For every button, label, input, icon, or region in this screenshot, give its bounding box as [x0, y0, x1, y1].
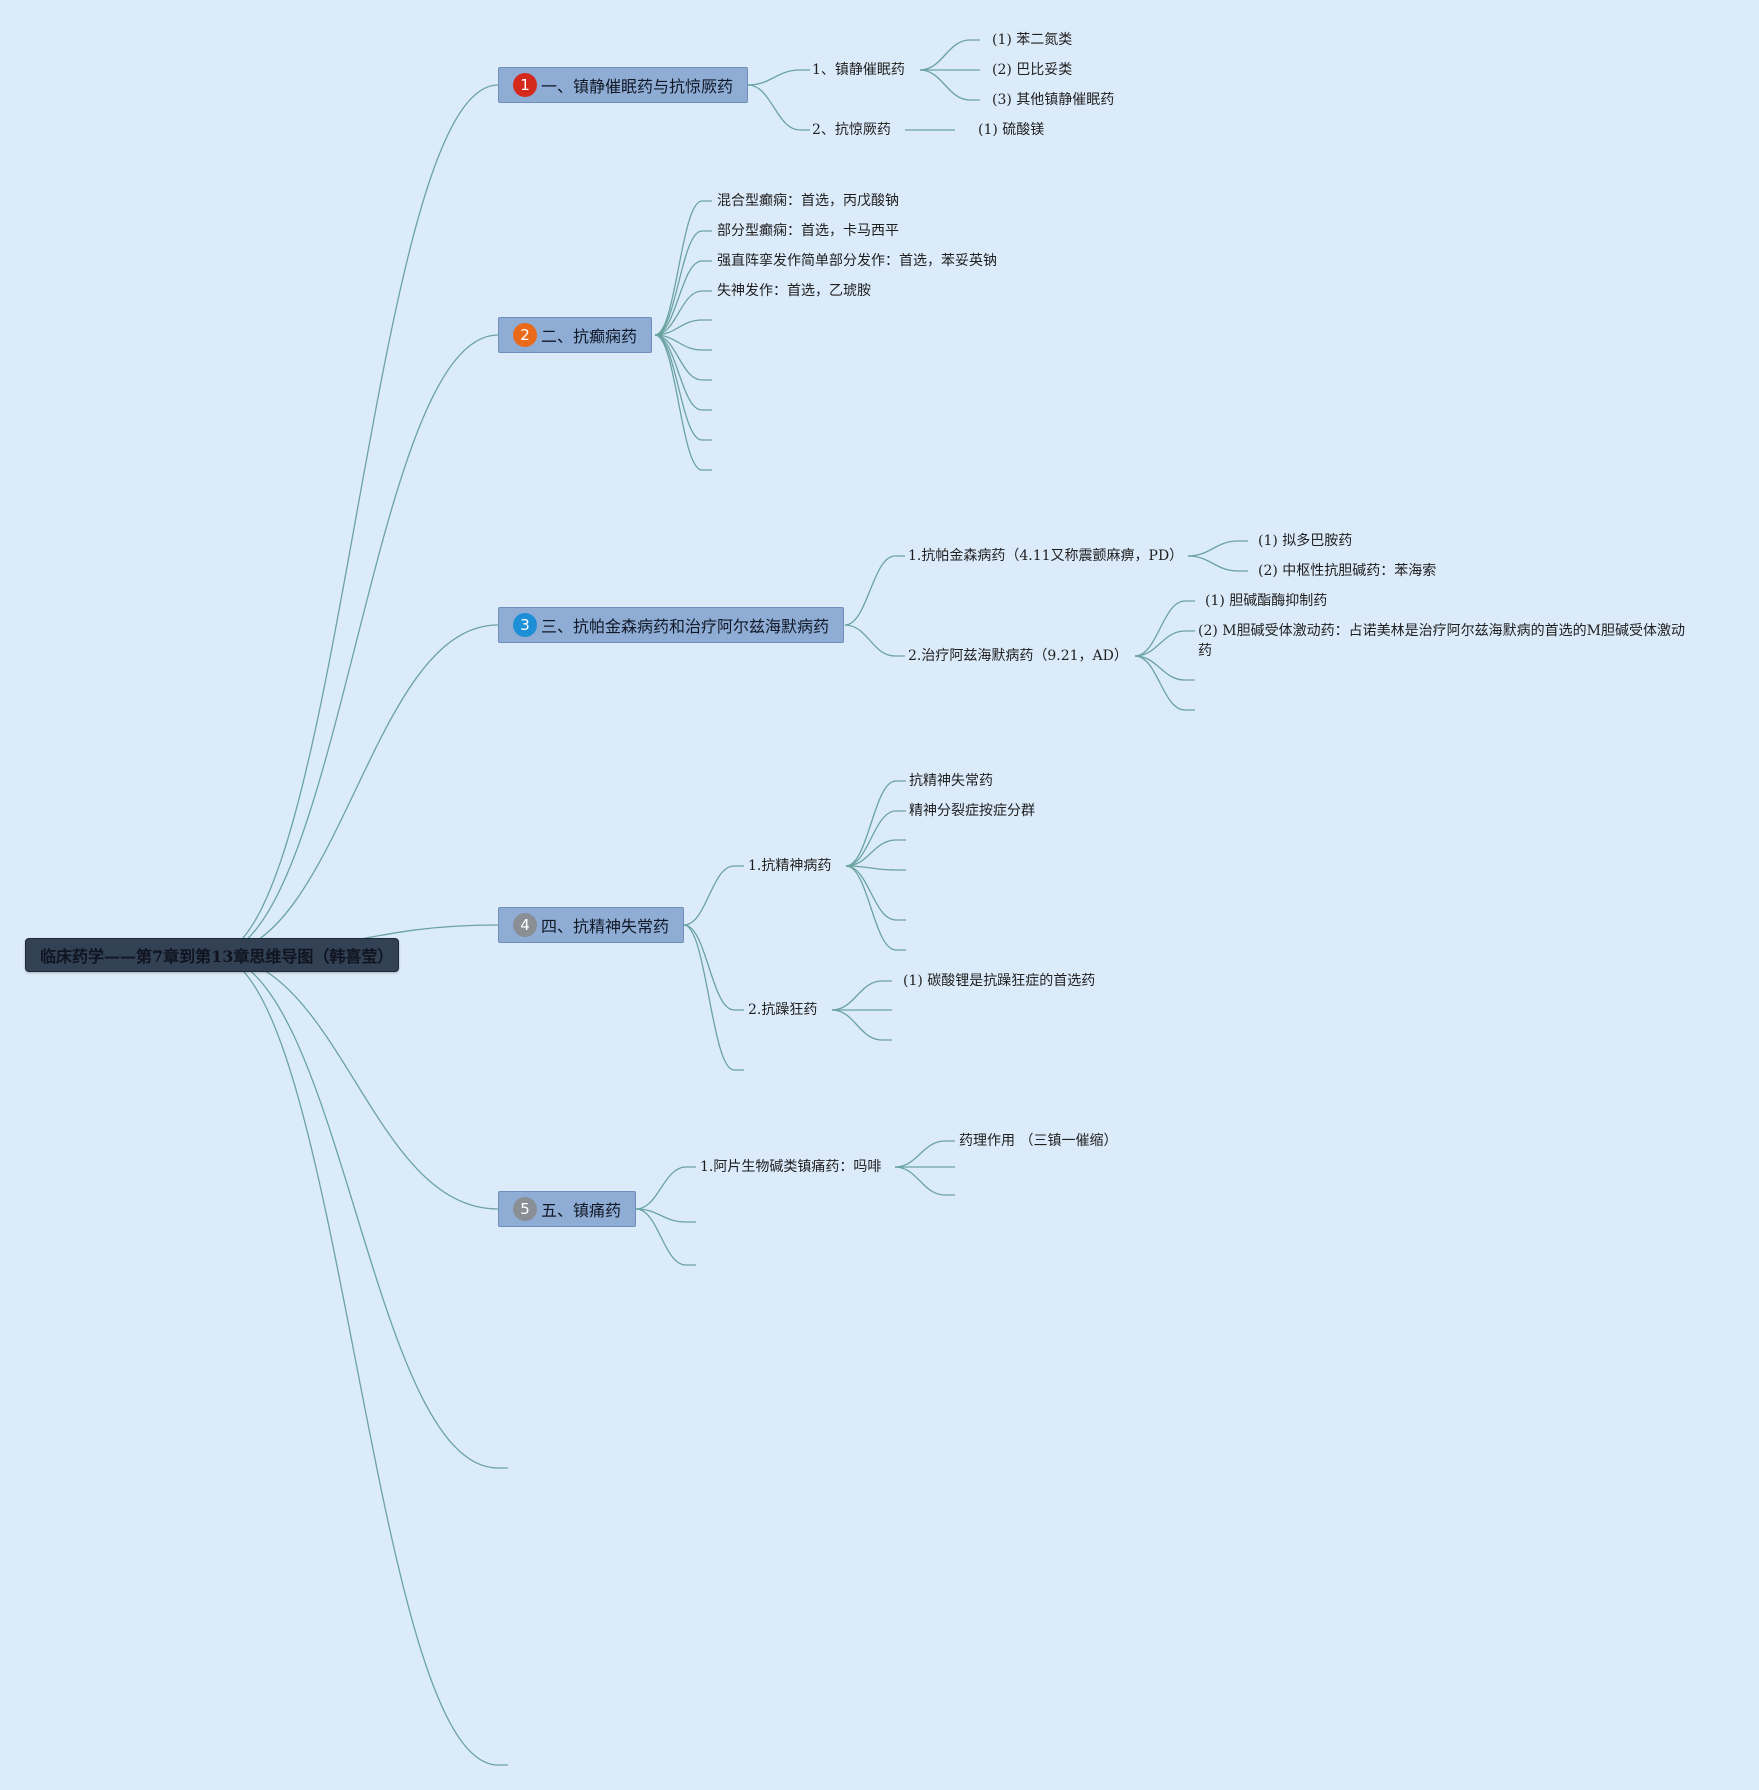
connector-line	[654, 260, 712, 336]
connector-line	[845, 780, 906, 867]
connector-line	[894, 1166, 955, 1196]
number-badge-1-icon: 1	[513, 73, 537, 97]
branch-5-title: 五、镇痛药	[541, 1201, 622, 1220]
branch-4-topic[interactable]: 4 四、抗精神失常药	[498, 907, 685, 943]
connector-line	[845, 839, 906, 867]
root-title: 临床药学——第7章到第13章思维导图（韩喜莹）	[40, 947, 394, 966]
connector-line	[747, 69, 810, 86]
connector-line	[845, 810, 906, 867]
branch-5-sub-1-item-1[interactable]: 药理作用 （三镇一催缩）	[959, 1133, 1118, 1149]
connector-line	[635, 1166, 696, 1210]
branch-1-sub-1-item-3[interactable]: (3) 其他镇静催眠药	[992, 92, 1115, 108]
connector-line	[831, 1009, 892, 1041]
connector-line	[845, 865, 906, 871]
branch-3-sub-2-item-2[interactable]: (2) M胆碱受体激动药：占诺美林是治疗阿尔兹海默病的首选的M胆碱受体激动药	[1198, 623, 1685, 659]
branch-4-sub-1-item-2[interactable]: 精神分裂症按症分群	[909, 803, 1035, 819]
connector-line	[654, 200, 712, 336]
connector-line	[683, 924, 744, 1011]
connector-line	[654, 334, 712, 381]
connector-line	[212, 624, 508, 956]
branch-2-item-1[interactable]: 混合型癫痫：首选，丙戊酸钠	[717, 193, 899, 209]
connector-line	[1187, 555, 1248, 572]
connector-line	[635, 1208, 696, 1266]
branch-5-sub-1[interactable]: 1.阿片生物碱类镇痛药：吗啡	[700, 1159, 882, 1175]
branch-4-sub-1-item-1[interactable]: 抗精神失常药	[909, 773, 993, 789]
number-badge-2-icon: 2	[513, 323, 537, 347]
branch-1-sub-1[interactable]: 1、镇静催眠药	[812, 62, 905, 78]
connector-line	[654, 334, 712, 351]
connector-line	[747, 84, 810, 131]
branch-2-item-4[interactable]: 失神发作：首选，乙琥胺	[717, 283, 871, 299]
connector-line	[894, 1140, 955, 1168]
connector-line	[212, 954, 508, 1469]
connector-line	[1134, 655, 1195, 711]
branch-3-sub-1-item-1[interactable]: (1) 拟多巴胺药	[1258, 533, 1353, 549]
connector-line	[919, 39, 980, 71]
branch-1-sub-2-item-1[interactable]: (1) 硫酸镁	[978, 122, 1045, 138]
connector-line	[635, 1208, 696, 1223]
connector-line	[654, 230, 712, 336]
connector-line	[1134, 630, 1195, 657]
connector-line	[1134, 600, 1195, 657]
connector-line	[212, 84, 508, 956]
connector-line	[831, 980, 892, 1011]
branch-3-sub-2[interactable]: 2.治疗阿兹海默病药（9.21，AD）	[908, 648, 1128, 664]
connector-line	[212, 334, 508, 956]
connector-line	[919, 69, 980, 101]
connector-line	[683, 924, 744, 1071]
branch-2-title: 二、抗癫痫药	[541, 327, 638, 346]
connector-line	[654, 334, 712, 411]
connector-line	[212, 954, 508, 1210]
branch-4-sub-2[interactable]: 2.抗躁狂药	[748, 1002, 818, 1018]
connector-line	[845, 865, 906, 921]
connector-line	[683, 865, 744, 926]
branch-4-title: 四、抗精神失常药	[541, 917, 670, 936]
branch-1-topic[interactable]: 1 一、镇静催眠药与抗惊厥药	[498, 67, 749, 103]
branch-3-sub-1-item-2[interactable]: (2) 中枢性抗胆碱药：苯海索	[1258, 563, 1437, 579]
connector-line	[212, 954, 508, 1766]
branch-3-topic[interactable]: 3 三、抗帕金森病药和治疗阿尔兹海默病药	[498, 607, 845, 643]
connector-line	[654, 334, 712, 471]
connector-line	[654, 290, 712, 336]
branch-3-title: 三、抗帕金森病药和治疗阿尔兹海默病药	[541, 617, 830, 636]
branch-1-title: 一、镇静催眠药与抗惊厥药	[541, 77, 734, 96]
branch-5-topic[interactable]: 5 五、镇痛药	[498, 1191, 637, 1227]
branch-1-sub-1-item-1[interactable]: (1) 苯二氮类	[992, 32, 1073, 48]
branch-3-sub-1[interactable]: 1.抗帕金森病药（4.11又称震颤麻痹，PD）	[908, 548, 1184, 564]
branch-2-item-3[interactable]: 强直阵挛发作简单部分发作：首选，苯妥英钠	[717, 253, 997, 269]
root-topic[interactable]: 临床药学——第7章到第13章思维导图（韩喜莹）	[25, 938, 399, 972]
branch-1-sub-1-item-2[interactable]: (2) 巴比妥类	[992, 62, 1073, 78]
branch-1-sub-2[interactable]: 2、抗惊厥药	[812, 122, 891, 138]
branch-4-sub-2-item-1[interactable]: (1) 碳酸锂是抗躁狂症的首选药	[903, 973, 1096, 989]
number-badge-5-icon: 5	[513, 1197, 537, 1221]
number-badge-3-icon: 3	[513, 613, 537, 637]
branch-4-sub-1[interactable]: 1.抗精神病药	[748, 858, 832, 874]
branch-3-sub-2-item-1[interactable]: (1) 胆碱酯酶抑制药	[1205, 593, 1328, 609]
connector-line	[1187, 540, 1248, 557]
connector-line	[1134, 655, 1195, 681]
connector-line	[844, 555, 905, 626]
connector-line	[845, 865, 906, 951]
connector-line	[844, 624, 905, 657]
number-badge-4-icon: 4	[513, 913, 537, 937]
branch-2-topic[interactable]: 2 二、抗癫痫药	[498, 317, 653, 353]
connector-line	[654, 319, 712, 336]
branch-2-item-2[interactable]: 部分型癫痫：首选，卡马西平	[717, 223, 899, 239]
